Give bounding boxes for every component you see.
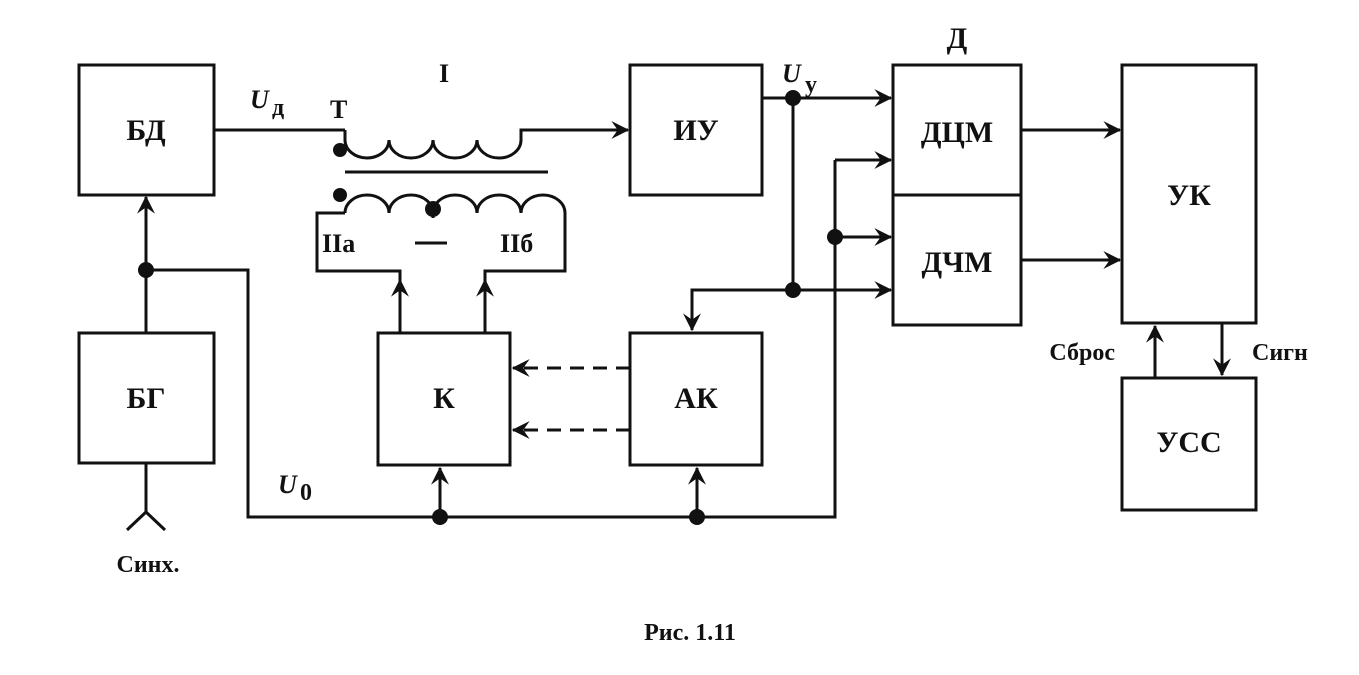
figure-caption: Рис. 1.11 (644, 620, 736, 646)
label-u-d: U д (250, 85, 284, 121)
winding-primary (214, 121, 630, 160)
svg-text:д: д (272, 95, 284, 121)
block-d: ДЦМ ДЧМ Д (891, 22, 1023, 327)
block-uss: УСС (1120, 376, 1258, 512)
label-sync: Синх. (117, 552, 180, 578)
block-ak: АК (628, 331, 764, 467)
svg-text:УК: УК (1167, 179, 1211, 212)
svg-text:U: U (278, 470, 298, 499)
svg-text:ДЧМ: ДЧМ (922, 246, 993, 279)
svg-text:0: 0 (300, 480, 312, 506)
svg-text:АК: АК (674, 382, 718, 415)
block-bd: БД (77, 63, 216, 197)
label-signal: Сигн (1252, 340, 1308, 366)
svg-text:УСС: УСС (1156, 426, 1221, 459)
svg-text:БГ: БГ (127, 382, 166, 415)
svg-text:ДЦМ: ДЦМ (921, 116, 993, 149)
label-reset: Сброс (1049, 340, 1115, 366)
wiring (125, 89, 1231, 532)
label-winding-1: I (439, 59, 449, 88)
svg-text:U: U (782, 59, 802, 88)
block-k: К (376, 331, 512, 467)
label-u-y: U у (782, 59, 817, 98)
svg-text:у: у (805, 72, 817, 98)
block-iu: ИУ (628, 63, 764, 197)
svg-text:Д: Д (947, 22, 968, 55)
control-lines (511, 359, 630, 439)
label-u-0: U 0 (278, 470, 312, 506)
svg-text:U: U (250, 85, 270, 114)
block-uk: УК (1120, 63, 1258, 325)
svg-text:К: К (433, 382, 455, 415)
label-winding-2b: IIб (500, 229, 533, 258)
svg-text:БД: БД (126, 114, 166, 147)
svg-text:ИУ: ИУ (673, 114, 718, 147)
label-t: Т (330, 95, 347, 124)
label-winding-2a: IIа (322, 229, 355, 258)
block-bg: БГ (77, 331, 216, 465)
